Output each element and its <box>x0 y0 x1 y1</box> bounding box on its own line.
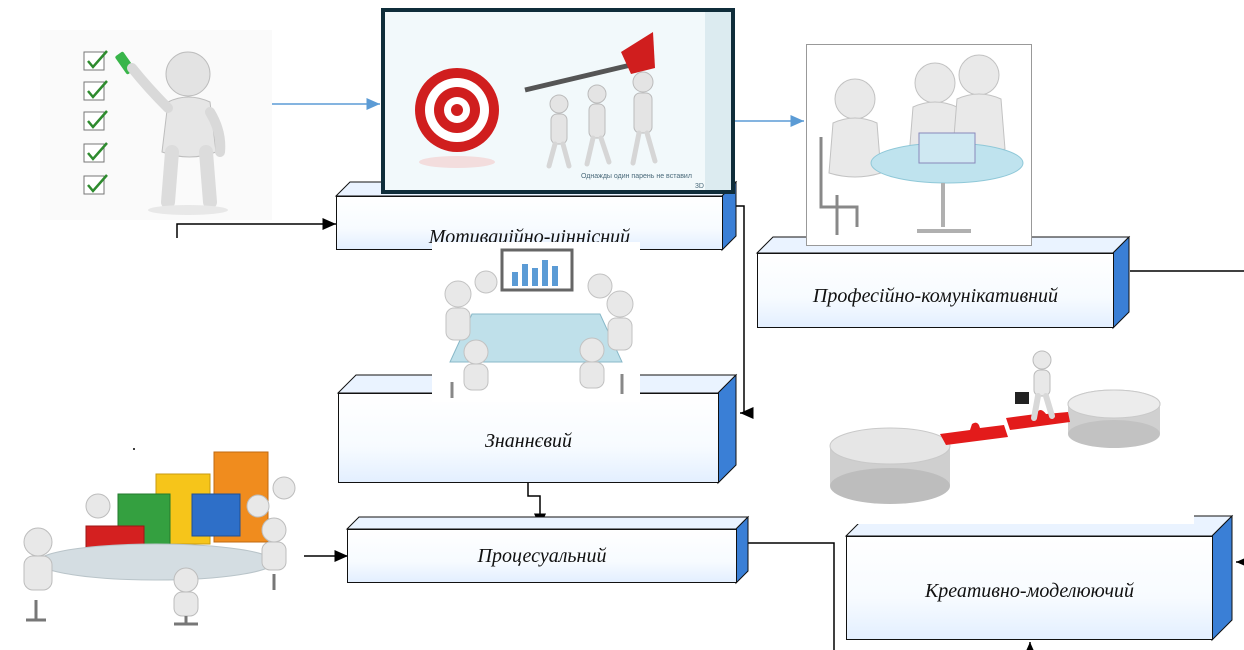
connector-to-motivational <box>176 218 336 238</box>
target-image-caption: Однажды один парень не вставил <box>581 173 692 180</box>
target-icon <box>415 68 499 152</box>
connector-motivational-to-knowledge <box>735 205 754 419</box>
puzzle-bridge-image <box>810 348 1194 524</box>
knowledge-label: Знаннєвий <box>484 429 573 452</box>
meeting-screen-image <box>432 242 640 402</box>
target-image-caption-3d: 3D <box>695 183 704 190</box>
creative-label: Креативно-моделюючий <box>924 579 1135 602</box>
creative-box: Креативно-моделюючий <box>844 514 1234 642</box>
professional-label: Професійно-комунікативний <box>812 285 1059 307</box>
procedural-label: Процесуальний <box>477 544 607 567</box>
checklist-person-image <box>40 30 272 220</box>
professional-box: Професійно-комунікативний <box>755 235 1131 330</box>
bar-chart-meeting-image <box>6 450 304 626</box>
team-laptop-image <box>806 44 1032 246</box>
connector-procedural-to-creative <box>748 542 835 650</box>
target-darts-image: Однажды один парень не вставил 3D <box>381 8 735 194</box>
procedural-box: Процесуальний <box>345 515 750 585</box>
connector-knowledge-to-procedural <box>527 482 546 527</box>
